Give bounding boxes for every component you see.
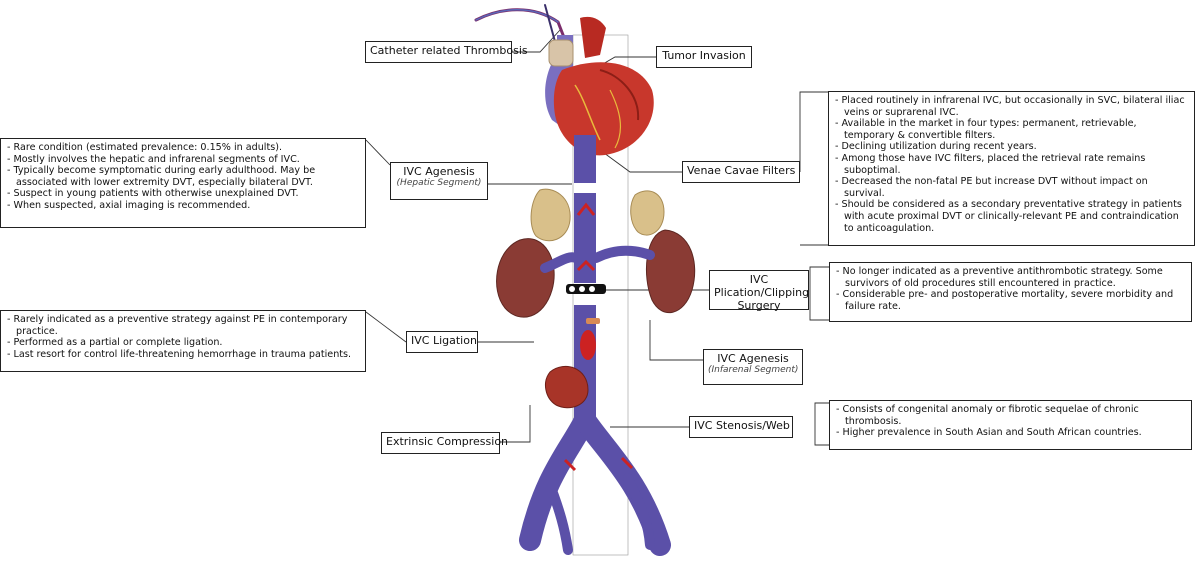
note-item: When suspected, axial imaging is recomme…: [7, 200, 359, 212]
label-catheter-thrombosis: Catheter related Thrombosis: [365, 41, 528, 63]
leader-lines: [365, 29, 829, 446]
kidneys: [496, 229, 696, 318]
adrenal-glands: [530, 188, 665, 242]
renal-veins: [540, 245, 655, 273]
note-item: Mostly involves the hepatic and infraren…: [7, 154, 359, 166]
ivc-upper: [574, 135, 596, 233]
web-marks: [563, 456, 634, 472]
label-ivc-stenosis-web: IVC Stenosis/Web: [689, 416, 793, 438]
note-ivc-agenesis: Rare condition (estimated prevalence: 0.…: [0, 138, 366, 228]
note-item: Last resort for control life-threatening…: [7, 349, 359, 361]
note-item: Rare condition (estimated prevalence: 0.…: [7, 142, 359, 154]
note-item: Suspect in young patients with otherwise…: [7, 188, 359, 200]
ligation: [586, 318, 600, 324]
label-ivc-ligation: IVC Ligation: [406, 331, 478, 353]
note-item: Performed as a partial or complete ligat…: [7, 337, 359, 349]
note-item: No longer indicated as a preventive anti…: [836, 266, 1185, 289]
note-item: Available in the market in four types: p…: [835, 118, 1188, 141]
note-item: Higher prevalence in South Asian and Sou…: [836, 427, 1185, 439]
note-item: Declining utilization during recent year…: [835, 141, 1188, 153]
note-venae-cavae-filters: Placed routinely in infrarenal IVC, but …: [828, 91, 1195, 246]
note-item: Rarely indicated as a preventive strateg…: [7, 314, 359, 337]
label-extrinsic-compression: Extrinsic Compression: [381, 432, 508, 454]
note-ivc-ligation: Rarely indicated as a preventive strateg…: [0, 310, 366, 372]
note-item: Should be considered as a secondary prev…: [835, 199, 1188, 234]
note-ivc-plication: No longer indicated as a preventive anti…: [829, 262, 1192, 322]
plication-clip: [566, 284, 606, 294]
label-ivc-agenesis-hepatic-sub: (Hepatic Segment): [396, 178, 482, 188]
note-item: Considerable pre- and postoperative mort…: [836, 289, 1185, 312]
label-ivc-agenesis-infrarenal: IVC Agenesis (Infarenal Segment): [703, 349, 803, 385]
label-ivc-agenesis-infrarenal-sub: (Infarenal Segment): [708, 365, 799, 375]
iliac-branches: [543, 473, 655, 555]
heart: [545, 16, 654, 156]
note-item: Decreased the non-fatal PE but increase …: [835, 176, 1188, 199]
label-ivc-agenesis-infrarenal-title: IVC Agenesis: [717, 352, 789, 365]
note-item: Among those have IVC filters, placed the…: [835, 153, 1188, 176]
note-item: Typically become symptomatic during earl…: [7, 165, 359, 188]
label-ivc-agenesis-hepatic: IVC Agenesis (Hepatic Segment): [390, 162, 488, 200]
label-ivc-agenesis-hepatic-title: IVC Agenesis: [403, 165, 475, 178]
extrinsic-mass: [544, 365, 589, 409]
label-venae-cavae-filters: Venae Cavae Filters: [682, 161, 800, 183]
thrombi: [576, 202, 596, 360]
label-tumor-invasion: Tumor Invasion: [656, 46, 752, 68]
iliac-veins: [519, 409, 671, 556]
note-item: Placed routinely in infrarenal IVC, but …: [835, 95, 1188, 118]
note-ivc-stenosis: Consists of congenital anomaly or fibrot…: [829, 400, 1192, 450]
note-item: Consists of congenital anomaly or fibrot…: [836, 404, 1185, 427]
label-ivc-plication: IVC Plication/Clipping Surgery: [709, 270, 809, 312]
